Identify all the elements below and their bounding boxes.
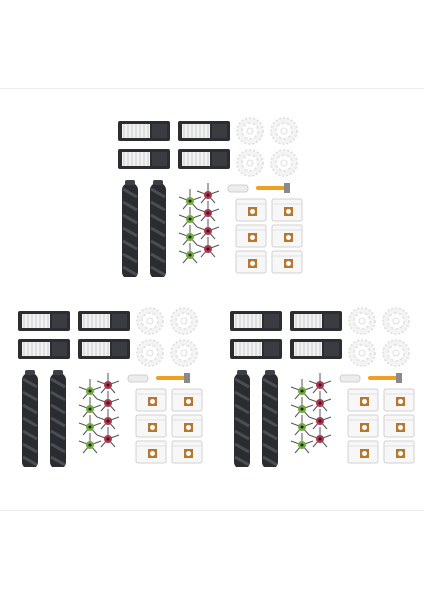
- dust-bag: [383, 388, 415, 412]
- dust-bag: [235, 198, 267, 222]
- mop-pad: [270, 149, 298, 177]
- hepa-filter: [78, 311, 130, 331]
- side-brush: [178, 243, 202, 264]
- mop-pad: [348, 339, 376, 367]
- mop-pad: [136, 339, 164, 367]
- mop-pad: [136, 307, 164, 335]
- main-roller-brush: [150, 180, 166, 277]
- side-brush: [78, 379, 102, 400]
- mop-pad: [270, 117, 298, 145]
- kit-drawing: [230, 307, 415, 467]
- side-brush: [78, 397, 102, 418]
- top-whitespace: [0, 0, 424, 88]
- dust-bag: [135, 440, 167, 464]
- main-roller-brush: [234, 370, 250, 467]
- side-brush: [308, 409, 332, 430]
- side-brush: [196, 219, 220, 240]
- side-brush: [196, 237, 220, 258]
- hepa-filter: [290, 311, 342, 331]
- dust-bag: [171, 414, 203, 438]
- side-brush: [96, 391, 120, 412]
- main-roller-brush: [122, 180, 138, 277]
- dust-bag: [135, 414, 167, 438]
- dust-bag: [347, 388, 379, 412]
- kit-drawing: [118, 117, 303, 277]
- dust-bag: [383, 414, 415, 438]
- mop-pad: [382, 307, 410, 335]
- side-brush: [178, 225, 202, 246]
- hepa-filter: [18, 339, 70, 359]
- side-brush: [96, 427, 120, 448]
- kit-drawing: [18, 307, 203, 467]
- main-roller-brush: [22, 370, 38, 467]
- main-roller-brush: [262, 370, 278, 467]
- side-brush: [290, 397, 314, 418]
- dust-bag: [171, 388, 203, 412]
- dust-bag: [235, 224, 267, 248]
- main-roller-brush: [50, 370, 66, 467]
- dust-bag: [271, 224, 303, 248]
- cleaning-tool: [227, 183, 290, 193]
- side-brush: [308, 427, 332, 448]
- side-brush: [290, 415, 314, 436]
- accessory-kit-top: [108, 117, 308, 277]
- side-brush: [96, 373, 120, 394]
- side-brush: [196, 183, 220, 204]
- mop-pad: [170, 339, 198, 367]
- side-brush: [178, 189, 202, 210]
- dust-bag: [235, 250, 267, 274]
- dust-bag: [347, 440, 379, 464]
- accessory-kit-bottom-right: [220, 307, 420, 467]
- top-divider: [0, 88, 424, 89]
- side-brush: [290, 433, 314, 454]
- hepa-filter: [178, 121, 230, 141]
- mop-pad: [170, 307, 198, 335]
- side-brush: [96, 409, 120, 430]
- mop-pad: [348, 307, 376, 335]
- hepa-filter: [290, 339, 342, 359]
- dust-bag: [347, 414, 379, 438]
- hepa-filter: [118, 121, 170, 141]
- product-photo: [0, 89, 424, 510]
- mop-pad: [382, 339, 410, 367]
- hepa-filter: [230, 339, 282, 359]
- mop-pad: [236, 117, 264, 145]
- hepa-filter: [178, 149, 230, 169]
- side-brush: [308, 391, 332, 412]
- dust-bag: [135, 388, 167, 412]
- hepa-filter: [18, 311, 70, 331]
- side-brush: [78, 433, 102, 454]
- hepa-filter: [78, 339, 130, 359]
- dust-bag: [271, 250, 303, 274]
- cleaning-tool: [339, 373, 402, 383]
- hepa-filter: [118, 149, 170, 169]
- cleaning-tool: [127, 373, 190, 383]
- side-brush: [196, 201, 220, 222]
- dust-bag: [271, 198, 303, 222]
- accessory-kit-bottom-left: [8, 307, 208, 467]
- bottom-divider: [0, 510, 424, 511]
- side-brush: [78, 415, 102, 436]
- dust-bag: [171, 440, 203, 464]
- dust-bag: [383, 440, 415, 464]
- side-brush: [308, 373, 332, 394]
- side-brush: [290, 379, 314, 400]
- side-brush: [178, 207, 202, 228]
- mop-pad: [236, 149, 264, 177]
- hepa-filter: [230, 311, 282, 331]
